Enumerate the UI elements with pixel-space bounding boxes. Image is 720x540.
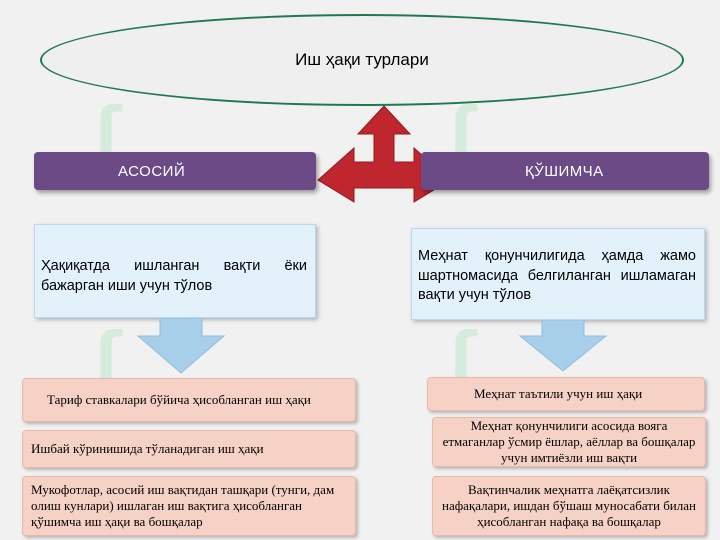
diagram-title: Иш ҳақи турлари (40, 14, 684, 106)
primary-item: Тариф ставкалари бўйича ҳисобланган иш ҳ… (22, 378, 356, 422)
additional-item: Меҳнат қонунчилиги асосида вояга етмаган… (432, 417, 706, 467)
primary-item: Мукофотлар, асосий иш вақтидан ташқари (… (22, 476, 356, 536)
additional-description-box: Меҳнат қонунчилигида ҳамда жамо шартнома… (411, 228, 705, 320)
down-arrow-right (518, 320, 608, 372)
additional-description: Меҳнат қонунчилигида ҳамда жамо шартнома… (418, 248, 696, 304)
down-arrow-left (136, 318, 226, 374)
additional-item: Меҳнат таътили учун иш ҳақи (427, 377, 705, 411)
primary-description: Ҳақиқатда ишланган вақти ёки бажарган иш… (41, 258, 307, 294)
branch-arrow-shape (317, 105, 451, 203)
additional-item-text: Вақтинчалик меҳнатга лаёқатсизлик нафақа… (442, 481, 696, 530)
primary-description-box: Ҳақиқатда ишланган вақти ёки бажарган иш… (34, 224, 316, 318)
additional-item-text: Меҳнат таътили учун иш ҳақи (474, 385, 643, 401)
category-additional: ҚЎШИМЧА (421, 152, 709, 190)
category-additional-label: ҚЎШИМЧА (525, 162, 604, 180)
down-arrow-left-shape (136, 318, 226, 374)
primary-item-text: Ишбай кўринишида тўланадиган иш ҳақи (31, 440, 264, 456)
additional-item: Вақтинчалик меҳнатга лаёқатсизлик нафақа… (432, 476, 706, 536)
category-primary-label: АСОСИЙ (118, 162, 186, 180)
additional-item-text: Меҳнат қонунчилиги асосида вояга етмаган… (442, 417, 696, 466)
primary-item-text: Тариф ставкалари бўйича ҳисобланган иш ҳ… (47, 391, 311, 407)
category-primary: АСОСИЙ (34, 152, 316, 190)
primary-item: Ишбай кўринишида тўланадиган иш ҳақи (22, 430, 356, 468)
diagram-title-text: Иш ҳақи турлари (295, 50, 429, 69)
down-arrow-right-shape (518, 320, 608, 372)
primary-item-text: Мукофотлар, асосий иш вақтидан ташқари (… (31, 481, 335, 530)
branch-arrow (317, 105, 451, 203)
